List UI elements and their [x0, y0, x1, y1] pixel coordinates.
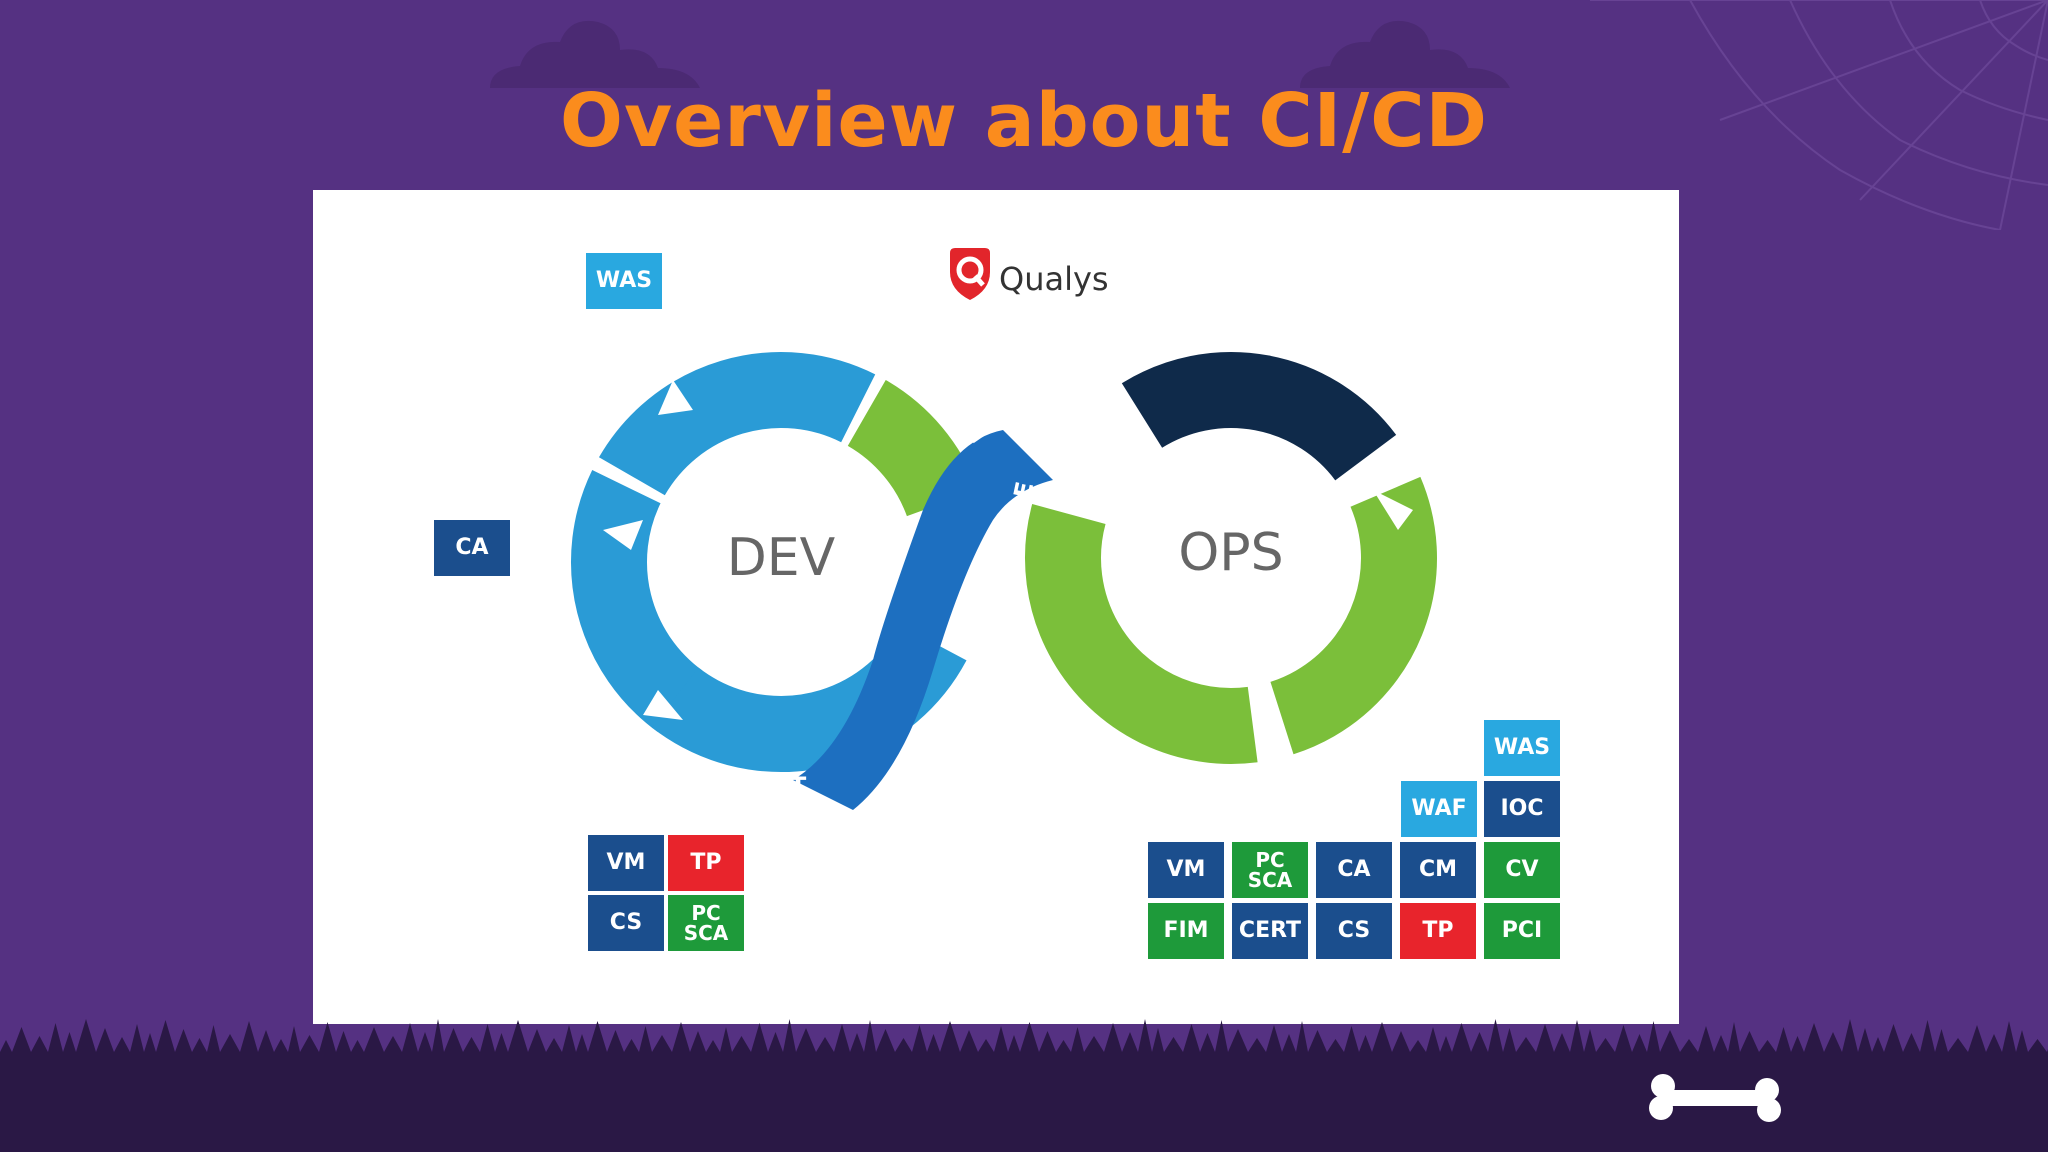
devops-infinity-diagram: CODE DEPLOY TEST MONITOR BUILD PLAN RELE… — [535, 248, 1488, 810]
tile-ops-cv: CV — [1484, 842, 1560, 898]
dev-ring-plan — [571, 352, 991, 772]
tile-ops-tp: TP — [1400, 903, 1476, 959]
tile-ops-ioc: IOC — [1484, 781, 1560, 837]
tile-dev-tp: TP — [668, 835, 744, 891]
dev-center-label: DEV — [727, 528, 836, 588]
tile-dev-pcsca: PC SCA — [668, 895, 744, 951]
diagram-panel: CODE DEPLOY TEST MONITOR BUILD PLAN RELE… — [313, 190, 1679, 1024]
qualys-shield-icon — [950, 248, 990, 300]
qualys-logo: Qualys — [950, 248, 1109, 300]
spiderweb-decoration — [1590, 0, 2048, 230]
stage-deploy-label: DEPLOY — [1185, 316, 1291, 344]
tile-ops-cert: CERT — [1232, 903, 1308, 959]
cloud-decoration-right — [1300, 20, 1510, 88]
tile-dev-vm: VM — [588, 835, 664, 891]
tile-ops-pcsca: PC SCA — [1232, 842, 1308, 898]
tile-ops-was: WAS — [1484, 720, 1560, 776]
tile-ops-ca: CA — [1316, 842, 1392, 898]
stage-test-label: TEST — [740, 772, 807, 800]
tile-was-top: WAS — [586, 253, 662, 309]
ops-center-label: OPS — [1178, 523, 1283, 583]
tile-ops-pci: PCI — [1484, 903, 1560, 959]
stage-code-label: CODE — [731, 314, 805, 342]
tile-dev-cs: CS — [588, 895, 664, 951]
tile-ops-vm: VM — [1148, 842, 1224, 898]
tile-ops-cm: CM — [1400, 842, 1476, 898]
tile-ops-cs: CS — [1316, 903, 1392, 959]
tile-ops-waf: WAF — [1401, 781, 1477, 837]
ops-ring-monitor — [1025, 352, 1437, 764]
tile-ca-left: CA — [434, 520, 510, 576]
grass-footer-decoration — [0, 1019, 2048, 1152]
cloud-decoration-left — [490, 20, 700, 88]
slide-title: Overview about CI/CD — [560, 78, 1488, 164]
dev-ring-code — [571, 352, 991, 772]
tile-ops-fim: FIM — [1148, 903, 1224, 959]
ops-ring-operate — [1025, 352, 1437, 764]
bone-icon — [1649, 1074, 1781, 1122]
qualys-logo-text: Qualys — [999, 260, 1109, 298]
stage-monitor-label: MONITOR — [1186, 772, 1315, 800]
release-band — [793, 430, 1053, 810]
